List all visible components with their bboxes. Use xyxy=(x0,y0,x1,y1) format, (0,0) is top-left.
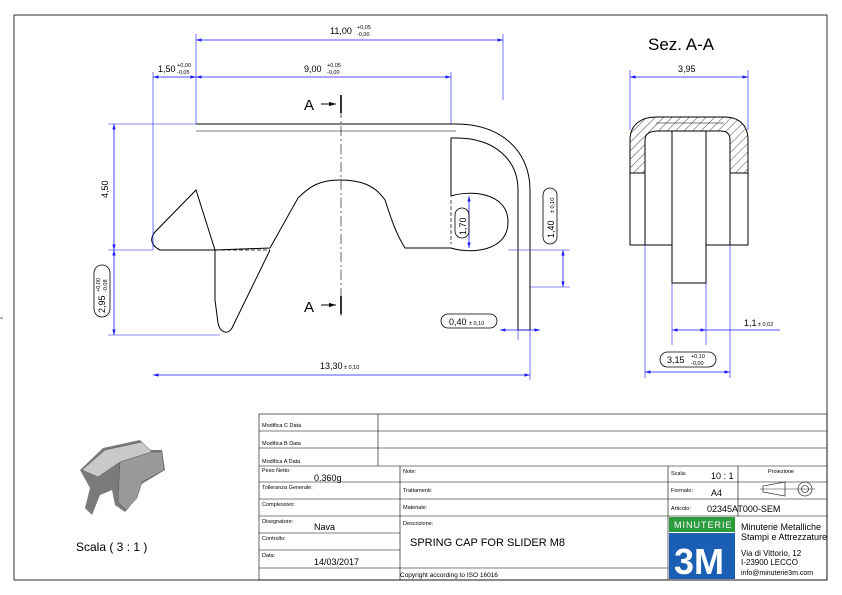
dim-11s-value: 1,1 xyxy=(744,318,757,328)
dim-040-frame xyxy=(440,313,498,329)
rev-a: Modifica A Data xyxy=(262,459,301,465)
dim-315-frame xyxy=(659,351,717,368)
front-view: A A 11,00 +0,05 -0,00 9,00 +0,05 -0,00 1… xyxy=(93,25,570,380)
dim-170-value: 1,70 xyxy=(458,217,468,235)
dim-295-tol-upper: +0,00 xyxy=(96,278,102,292)
section-body-outline xyxy=(629,173,749,246)
dim-315-value: 3,15 xyxy=(667,355,685,365)
disegnatore-value: Nava xyxy=(314,522,335,532)
dim-11s-tol: ± 0,02 xyxy=(758,322,773,328)
data-label: Data: xyxy=(262,553,276,559)
company-logo: 3M xyxy=(674,541,724,582)
dim-315-tol-lower: -0,00 xyxy=(691,361,704,367)
iso-view: Scala ( 3 : 1 ) xyxy=(76,440,165,554)
scala-label: Scala: xyxy=(671,471,687,477)
company-banner-text: MINUTERIE xyxy=(674,520,733,530)
title-block: Modifica C Data Modifica B Data Modifica… xyxy=(258,413,828,582)
peso-value: 0.360g xyxy=(314,473,342,483)
materiale-label: Materiale: xyxy=(403,505,428,511)
company-logo-bg xyxy=(669,533,735,579)
dim-295-tol-lower: -0,08 xyxy=(103,279,109,292)
scala-value: 10 : 1 xyxy=(711,471,734,481)
rev-b: Modifica B Data xyxy=(262,441,302,447)
part-outline xyxy=(151,123,531,333)
descrizione-value: SPRING CAP FOR SLIDER M8 xyxy=(410,537,565,549)
dim-170-frame xyxy=(454,207,470,239)
disegnatore-label: Disegnatore: xyxy=(262,519,294,525)
section-title: Sez. A-A xyxy=(648,35,715,54)
formato-label: Formato: xyxy=(671,488,693,494)
dim-11-tol-upper: +0,05 xyxy=(357,25,371,31)
dim-150-value: 1,50 xyxy=(158,64,176,74)
dim-150-tol-lower: -0,05 xyxy=(177,70,190,76)
trattamenti-label: Trattamenti: xyxy=(403,488,433,494)
section-stem xyxy=(671,131,707,284)
dim-395-value: 3,95 xyxy=(678,64,696,74)
dim-9-tol-upper: +0,05 xyxy=(327,63,341,69)
proiezione-label: Proiezione xyxy=(768,469,794,475)
dim-295-value: 2,95 xyxy=(97,295,107,313)
dim-040-value: 0,40 xyxy=(449,317,467,327)
formato-value: A4 xyxy=(711,488,722,498)
company-address-1: Via di Vittorio, 12 xyxy=(741,549,802,558)
dim-150-tol-upper: +0,00 xyxy=(177,63,191,69)
dim-315-tol-upper: +0,10 xyxy=(691,354,705,360)
note-label: Note: xyxy=(403,469,417,475)
controllo-label: Controllo: xyxy=(262,536,286,542)
dim-140-frame xyxy=(542,187,558,245)
company-name-2: Stampi e Attrezzature xyxy=(741,532,827,542)
dim-140-value: 1,40 xyxy=(546,220,556,238)
descrizione-label: Descrizione: xyxy=(403,521,434,527)
dim-1330-value: 13,30 xyxy=(320,361,343,371)
rev-c: Modifica C Data xyxy=(262,423,302,429)
section-view: Sez. A-A 3,95 1,1 ± 0,02 3,15 +0,10 -0,0… xyxy=(629,35,780,378)
dim-11-tol-lower: -0,00 xyxy=(357,32,370,38)
data-value: 14/03/2017 xyxy=(314,557,359,567)
title-block-border xyxy=(258,413,828,581)
copyright: Copyright according to ISO 16016 xyxy=(400,572,498,579)
section-marker-top: A xyxy=(304,97,314,114)
dim-1330-tol: ± 0,10 xyxy=(344,365,359,371)
dim-140-tol: ± 0,10 xyxy=(550,198,556,213)
complessivo-label: Complessivo: xyxy=(262,502,295,508)
projection-symbol-icon xyxy=(760,481,815,497)
tolleranza-label: Tolleranza Generale: xyxy=(262,485,313,491)
company-name-1: Minuterie Metalliche xyxy=(741,522,821,532)
dim-9-value: 9,00 xyxy=(304,64,322,74)
dim-11-value: 11,00 xyxy=(330,26,352,36)
articolo-label: Articolo: xyxy=(671,506,691,512)
iso-scale-label: Scala ( 3 : 1 ) xyxy=(76,540,147,554)
peso-label: Peso Netto: xyxy=(262,468,291,474)
dim-295-frame xyxy=(93,264,111,318)
section-marker-bottom: A xyxy=(304,299,314,316)
section-cap-hatch xyxy=(629,116,749,174)
company-banner xyxy=(669,517,735,532)
dim-450-value: 4,50 xyxy=(100,180,110,198)
dim-040-tol: ± 0,10 xyxy=(469,321,484,327)
articolo-value: 02345AT000-SEM xyxy=(707,504,780,514)
dim-9-tol-lower: -0,00 xyxy=(327,70,340,76)
company-address-2: I-23900 LECCO xyxy=(741,558,798,567)
company-email: info@minuterie3m.com xyxy=(741,570,813,577)
iso-part-side xyxy=(117,451,165,511)
